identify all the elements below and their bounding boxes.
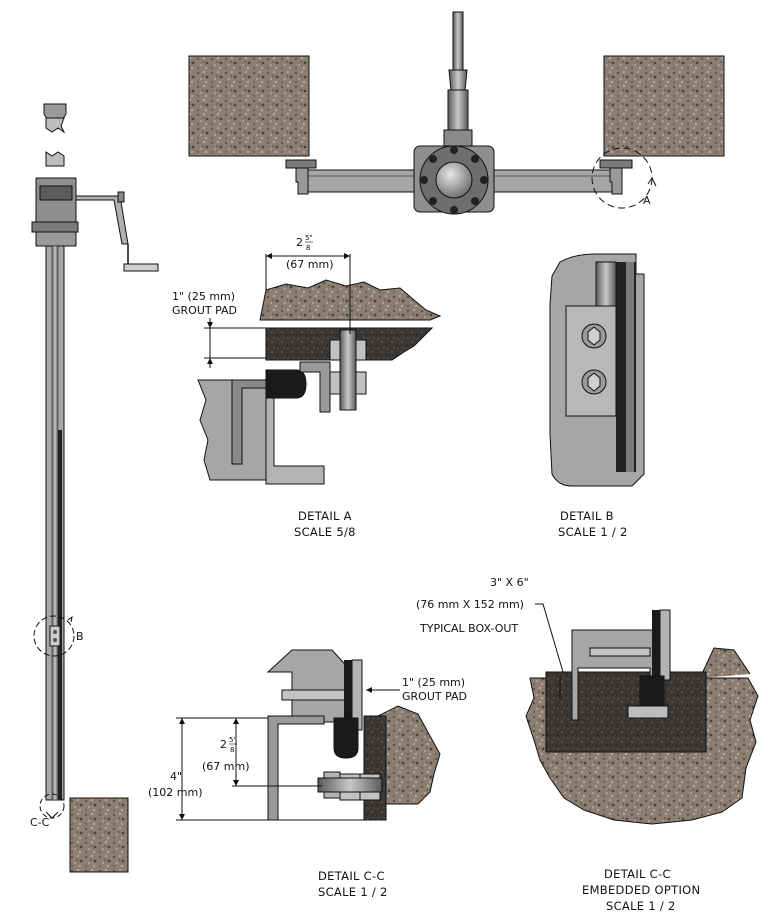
detail-cc-total-metric: (102 mm): [148, 786, 203, 799]
gate-elevation-view: B C-C: [30, 103, 159, 873]
detail-b: DETAIL B SCALE 1 / 2: [549, 253, 645, 539]
detail-b-scale: SCALE 1 / 2: [558, 525, 628, 539]
concrete-pier: [69, 797, 129, 873]
valve-ball: [435, 161, 473, 199]
detail-cc-embedded: 3" X 6" (76 mm X 152 mm) TYPICAL BOX-OUT…: [416, 576, 759, 913]
detail-cc-seal: [333, 717, 359, 759]
detail-a-bolt: [339, 329, 357, 411]
detail-cc-height-whole: 2: [220, 738, 227, 751]
detail-cc-scale: SCALE 1 / 2: [318, 885, 388, 899]
boxout-dim-imperial: 3" X 6": [490, 576, 529, 589]
gate-plan-view: A: [188, 11, 725, 215]
embedded-option: EMBEDDED OPTION: [582, 883, 700, 897]
detail-cc-concrete: [377, 705, 441, 805]
embedded-title: DETAIL C-C: [604, 867, 671, 881]
detail-a: 2 5" 8 (67 mm) 1" (25 mm) GROUT PAD DETA…: [172, 234, 442, 539]
detail-b-callout-circle: [33, 615, 75, 657]
stem-cone: [448, 69, 468, 91]
detail-a-scale: SCALE 5/8: [294, 525, 356, 539]
detail-a-width-metric: (67 mm): [286, 258, 334, 271]
detail-a-width-num: 5": [305, 234, 313, 242]
detail-cc-height-metric: (67 mm): [202, 760, 250, 773]
stem-upper: [452, 11, 464, 73]
detail-cc-bolt: [317, 777, 383, 793]
detail-cc-wall: [266, 649, 353, 723]
detail-a-width-den: 8: [306, 244, 310, 252]
crank-handle: [123, 263, 159, 272]
plan-concrete-left: [188, 55, 310, 157]
detail-cc-grout-label: GROUT PAD: [402, 690, 467, 703]
stem-break: [45, 151, 65, 167]
detail-b-callout-label: B: [76, 630, 84, 643]
detail-cc-total-imperial: 4": [170, 770, 182, 783]
plan-concrete-right: [603, 55, 725, 157]
detail-cc-angle: [267, 715, 325, 821]
detail-a-title: DETAIL A: [298, 509, 352, 523]
detail-a-seal: [265, 369, 307, 399]
stem-top-break: [45, 117, 66, 134]
detail-a-channel: [265, 387, 325, 485]
embedded-scale: SCALE 1 / 2: [606, 899, 676, 913]
detail-a-grout-dim: 1" (25 mm): [172, 290, 235, 303]
detail-cc-callout-label: C-C: [30, 816, 50, 829]
detail-b-title: DETAIL B: [560, 509, 614, 523]
detail-cc-grout: [363, 715, 387, 821]
detail-cc-height-num: 5": [229, 736, 237, 744]
detail-a-width-whole: 2: [296, 236, 303, 249]
detail-b-plate: [565, 305, 617, 417]
detail-a-grout-label: GROUT PAD: [172, 304, 237, 317]
detail-a-callout-label: A: [643, 194, 651, 207]
detail-cc-height-den: 8: [230, 746, 234, 754]
hand-crank: [75, 195, 129, 245]
detail-cc-title: DETAIL C-C: [318, 869, 385, 883]
embedded-boxout-grout: [545, 671, 707, 753]
detail-cc: 1" (25 mm) GROUT PAD 2 5" 8 (67 mm) 4" (…: [148, 649, 467, 899]
detail-cc-grout-dim: 1" (25 mm): [402, 676, 465, 689]
boxout-label: TYPICAL BOX-OUT: [419, 622, 518, 635]
boxout-dim-metric: (76 mm X 152 mm): [416, 598, 524, 611]
